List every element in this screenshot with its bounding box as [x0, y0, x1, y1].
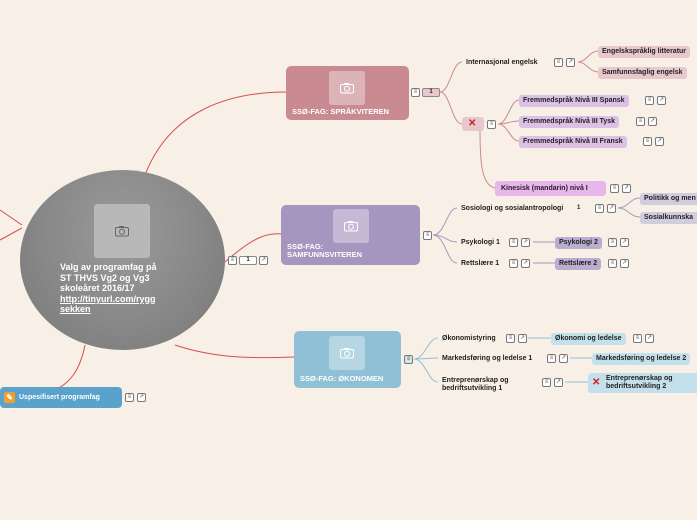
link-icon[interactable] [521, 238, 530, 247]
like-count[interactable]: 1 [239, 256, 257, 265]
notes-icon[interactable] [595, 204, 604, 213]
root-title: Valg av programfag på ST THVS Vg2 og Vg3… [60, 262, 157, 314]
notes-icon[interactable] [643, 137, 652, 146]
notes-icon[interactable] [610, 184, 619, 193]
node-rettslaere-1[interactable]: Rettslære 1 [461, 260, 500, 267]
topic-title: SSØ-FAG: SPRÅKVITEREN [292, 107, 390, 116]
node-fremmedsprak-spansk[interactable]: Fremmedspråk Nivå III Spansk [519, 95, 629, 107]
node-markedsforing-1[interactable]: Markedsføring og ledelse 1 [442, 355, 533, 362]
comment-count[interactable]: 1 [577, 205, 581, 211]
image-placeholder [94, 204, 150, 258]
node-sosialkunnskap[interactable]: Sosialkunnska [640, 212, 697, 224]
image-placeholder [329, 71, 365, 105]
notes-icon[interactable] [542, 378, 551, 387]
notes-icon[interactable] [228, 256, 237, 265]
topic-samfunnsviteren[interactable]: SSØ-FAG: SAMFUNNSVITEREN [281, 205, 420, 265]
camera-icon [340, 83, 354, 94]
link-icon[interactable] [137, 393, 146, 402]
link-icon[interactable] [622, 184, 631, 193]
node-fremmedsprak-fransk[interactable]: Fremmedspråk Nivå III Fransk [519, 136, 627, 148]
camera-icon [344, 221, 358, 232]
link-icon[interactable] [607, 204, 616, 213]
notes-icon[interactable] [554, 58, 563, 67]
link-icon[interactable] [554, 378, 563, 387]
link-icon[interactable] [259, 256, 268, 265]
node-rettslaere-2[interactable]: Rettslære 2 [555, 258, 602, 270]
node-entreprenorskap-1[interactable]: Entreprenørskap og bedriftsutvikling 1 [442, 377, 509, 392]
notes-icon[interactable] [487, 120, 496, 129]
topic-spraakviteren[interactable]: SSØ-FAG: SPRÅKVITEREN [286, 66, 409, 120]
camera-icon [115, 226, 129, 237]
notes-icon[interactable] [509, 238, 518, 247]
notes-icon[interactable] [608, 259, 617, 268]
link-icon[interactable] [566, 58, 575, 67]
notes-icon[interactable] [125, 393, 134, 402]
node-okonomi-og-ledelse[interactable]: Økonomi og ledelse [551, 333, 626, 345]
link-icon[interactable] [657, 96, 666, 105]
image-placeholder [329, 336, 365, 370]
topic-title: SSØ-FAG: ØKONOMEN [300, 374, 384, 383]
node-fremmedsprak-group[interactable]: ✕ [462, 117, 484, 131]
notes-icon[interactable] [506, 334, 515, 343]
root-topic[interactable]: Valg av programfag på ST THVS Vg2 og Vg3… [20, 170, 225, 350]
node-entreprenorskap-2[interactable]: ✕ Entreprenørskap og bedriftsutvikling 2 [588, 373, 697, 393]
root-link-cont[interactable]: sekken [60, 304, 91, 314]
close-icon: ✕ [468, 118, 477, 129]
node-sosiologi[interactable]: Sosiologi og sosialantropologi [461, 205, 564, 212]
notes-icon[interactable] [633, 334, 642, 343]
root-link[interactable]: http://tinyurl.com/rygg [60, 293, 156, 304]
notes-icon[interactable] [404, 355, 413, 364]
link-icon[interactable] [655, 137, 664, 146]
image-placeholder [333, 209, 369, 243]
camera-icon [340, 348, 354, 359]
link-icon[interactable] [559, 354, 568, 363]
notes-icon[interactable] [411, 88, 420, 97]
notes-icon[interactable] [547, 354, 556, 363]
link-icon[interactable] [521, 259, 530, 268]
link-icon[interactable] [648, 117, 657, 126]
link-icon[interactable] [518, 334, 527, 343]
node-engelsksprakig-litteratur[interactable]: Engelskspråklig litteratur [598, 46, 691, 58]
notes-icon[interactable] [636, 117, 645, 126]
node-kinesisk[interactable]: Kinesisk (mandarin) nivå I [495, 181, 606, 196]
topic-title: SSØ-FAG: SAMFUNNSVITEREN [287, 242, 363, 259]
topic-okonomen[interactable]: SSØ-FAG: ØKONOMEN [294, 331, 401, 388]
notes-icon[interactable] [645, 96, 654, 105]
link-icon[interactable] [620, 238, 629, 247]
node-markedsforing-2[interactable]: Markedsføring og ledelse 2 [592, 353, 691, 365]
node-psykologi-1[interactable]: Psykologi 1 [461, 239, 500, 246]
like-count[interactable]: 1 [422, 88, 440, 97]
node-okonomistyring[interactable]: Økonomistyring [442, 335, 496, 342]
notes-icon[interactable] [509, 259, 518, 268]
link-icon[interactable] [620, 259, 629, 268]
close-icon: ✕ [592, 377, 601, 388]
node-politikk[interactable]: Politikk og men [640, 193, 697, 205]
notes-icon[interactable] [423, 231, 432, 240]
tag-icon: ✎ [4, 392, 15, 403]
node-samfunnsfaglig-engelsk[interactable]: Samfunnsfaglig engelsk [598, 67, 687, 79]
link-icon[interactable] [645, 334, 654, 343]
node-psykologi-2[interactable]: Psykologi 2 [555, 237, 602, 249]
notes-icon[interactable] [608, 238, 617, 247]
node-internasjonal-engelsk[interactable]: Internasjonal engelsk [466, 59, 538, 66]
node-fremmedsprak-tysk[interactable]: Fremmedspråk Nivå III Tysk [519, 116, 620, 128]
node-uspesifisert-programfag[interactable]: ✎ Uspesifisert programfag [0, 387, 122, 408]
